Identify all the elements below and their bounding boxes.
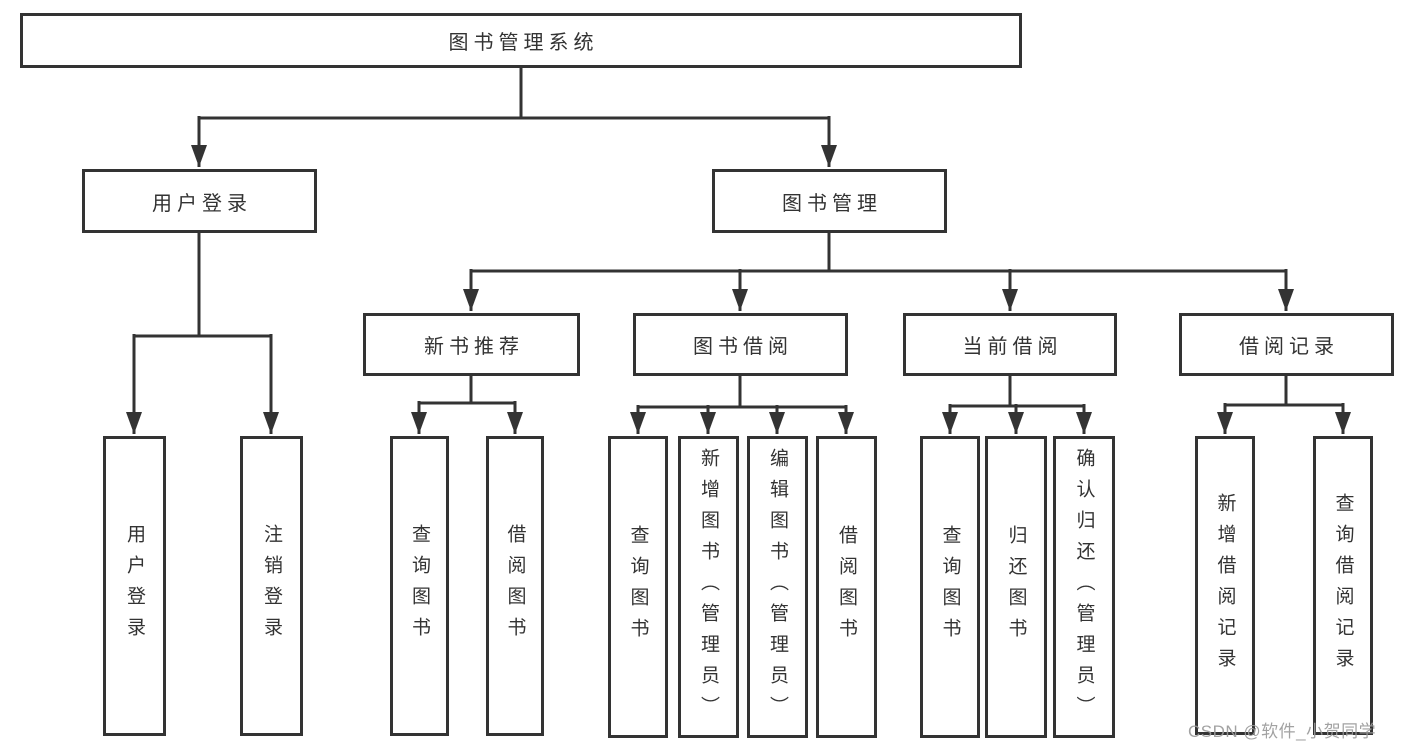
tree-branch-lines [134, 68, 1343, 409]
csdn-watermark: CSDN @软件_小贺同学 [1188, 722, 1377, 741]
leaf-logout: 注销登录 [240, 436, 303, 736]
leaf-rec-borrow-books: 借阅图书 [486, 436, 544, 736]
node-user-login: 用户登录 [82, 169, 317, 233]
node-book-management: 图书管理 [712, 169, 947, 233]
leaf-cb-query-books: 查询图书 [920, 436, 980, 738]
leaf-user-login: 用户登录 [103, 436, 166, 736]
leaf-br-query-record: 查询借阅记录 [1313, 436, 1373, 735]
leaf-cb-return-books: 归还图书 [985, 436, 1047, 738]
leaf-rec-query-books: 查询图书 [390, 436, 449, 736]
leaf-bb-edit-books-admin: 编辑图书（管理员） [747, 436, 808, 738]
node-root-system: 图书管理系统 [20, 13, 1022, 68]
leaf-bb-add-books-admin: 新增图书（管理员） [678, 436, 739, 738]
node-new-book-recommend: 新书推荐 [363, 313, 580, 376]
node-borrow-records: 借阅记录 [1179, 313, 1394, 376]
leaf-bb-borrow-books: 借阅图书 [816, 436, 877, 738]
node-book-borrow: 图书借阅 [633, 313, 848, 376]
leaf-cb-confirm-return-admin: 确认归还（管理员） [1053, 436, 1115, 738]
leaf-br-add-record: 新增借阅记录 [1195, 436, 1255, 735]
node-current-borrow: 当前借阅 [903, 313, 1117, 376]
leaf-bb-query-books: 查询图书 [608, 436, 668, 738]
down-arrows [126, 116, 1351, 434]
